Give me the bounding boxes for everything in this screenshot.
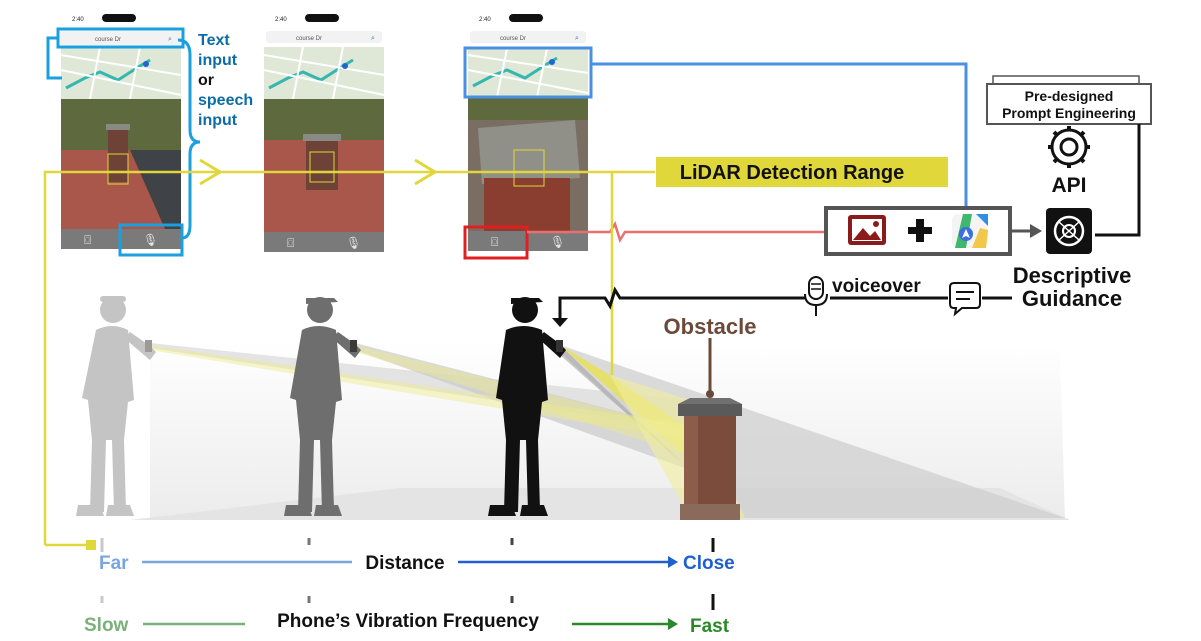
phone-screenshot-3: 2:40 course Dr ⌕ ⌼ 🎙	[467, 12, 589, 264]
input-brace	[177, 38, 201, 240]
phone-2-location-dot	[342, 63, 348, 69]
phone-screenshot-1: 2:40 course Dr ⌕ ⌼ 🎙	[60, 12, 182, 262]
text-input-label-text: Text	[198, 32, 230, 49]
walking-scene	[130, 340, 1070, 520]
phone-2-map-roads	[263, 46, 385, 100]
prompt-engineering-box: Pre-designed Prompt Engineering	[986, 75, 1152, 125]
speech-input-label-speech: speech	[198, 92, 253, 109]
phone-beam-close-shadow	[560, 345, 1065, 518]
camera-icon[interactable]: ⌼	[491, 235, 498, 249]
camera-icon[interactable]: ⌼	[84, 233, 91, 247]
camera-to-image-link	[527, 221, 826, 243]
distance-close-label: Close	[683, 553, 735, 574]
lidar-cone-glow	[150, 345, 690, 440]
phone-1-location-dot	[143, 61, 149, 67]
microphone-icon[interactable]: 🎙	[143, 233, 158, 247]
api-label: API	[1051, 174, 1086, 197]
phone-2-search-text: course Dr	[296, 36, 322, 42]
prompt-to-api-link	[1095, 124, 1141, 237]
prompt-line-2: Prompt Engineering	[1002, 105, 1136, 121]
search-icon[interactable]: ⌕	[575, 35, 579, 42]
search-icon[interactable]: ⌕	[371, 35, 375, 42]
vibration-slow-label: Slow	[84, 615, 129, 636]
lidar-arrow-1	[199, 158, 223, 186]
plus-icon	[908, 219, 932, 242]
distance-far-label: Far	[99, 553, 129, 574]
phone-1-pillar	[108, 128, 128, 182]
person-close-silhouette	[488, 297, 566, 516]
phone-3-search-text: course Dr	[500, 36, 526, 42]
navigation-app-icon	[952, 214, 988, 248]
phone-1-map-roads	[60, 46, 182, 100]
microphone-icon[interactable]: 🎙	[346, 236, 361, 250]
phone-2-time: 2:40	[275, 17, 287, 23]
map-highlight-box	[463, 46, 593, 99]
voiceover-to-user-line	[558, 286, 806, 318]
phone-3-map-roads	[467, 48, 589, 98]
distance-axis	[100, 538, 715, 568]
phone-1-dynamic-island	[102, 14, 136, 22]
phone-2-pillar	[306, 138, 338, 190]
phone-3-pillar-cap	[478, 120, 580, 184]
image-icon	[848, 215, 886, 245]
lidar-label-text: LiDAR Detection Range	[680, 162, 904, 184]
descriptive-guidance-line-1: Descriptive	[1013, 263, 1132, 288]
phone-1-road	[130, 150, 181, 229]
microphone-icon	[804, 276, 828, 316]
descriptive-guidance-line-2: Guidance	[1022, 286, 1122, 311]
obstacle-pointer-dot	[706, 390, 714, 398]
text-input-bracket-left	[46, 36, 62, 80]
voiceover-arrow-head	[552, 318, 568, 327]
phone-screenshot-2: 2:40 course Dr ⌕ ⌼ 🎙	[263, 12, 385, 264]
phone-1-route	[65, 58, 151, 90]
phone-2-search-bar[interactable]	[266, 31, 382, 43]
phone-3-route	[472, 56, 558, 88]
lidar-start-marker	[86, 540, 96, 550]
obstacle-post	[678, 398, 742, 520]
phone-3-pillar	[484, 178, 570, 231]
gear-icon	[1048, 126, 1090, 168]
mic-button-highlight	[118, 223, 184, 257]
camera-icon[interactable]: ⌼	[287, 236, 294, 250]
camera-button-highlight	[463, 225, 529, 260]
lidar-label-box	[656, 157, 948, 187]
text-input-label-input: input	[198, 52, 238, 69]
voiceover-label: voiceover	[832, 276, 921, 297]
phone-3-location-dot	[549, 59, 555, 65]
phone-3-search-bar[interactable]	[470, 31, 586, 43]
phone-1-search-text: course Dr	[95, 37, 121, 43]
vibration-axis	[100, 594, 715, 630]
lidar-flow-line	[43, 170, 655, 545]
vibration-center-label: Phone’s Vibration Frequency	[277, 611, 539, 632]
chat-bubble-icon	[949, 282, 981, 317]
distance-center-label: Distance	[365, 553, 444, 574]
map-to-navigation-link	[591, 62, 968, 210]
lidar-arrow-2	[414, 158, 438, 186]
search-icon[interactable]: ⌕	[168, 36, 172, 43]
vibration-fast-label: Fast	[690, 616, 730, 637]
phone-1-time: 2:40	[72, 17, 84, 23]
phone-2-dynamic-island	[305, 14, 339, 22]
phone-3-time: 2:40	[479, 17, 491, 23]
phone-3-dynamic-island	[509, 14, 543, 22]
person-far-silhouette	[76, 296, 156, 516]
microphone-icon[interactable]: 🎙	[550, 235, 565, 249]
input-label-or: or	[198, 72, 214, 89]
prompt-line-1: Pre-designed	[1025, 88, 1114, 104]
obstacle-label: Obstacle	[664, 314, 757, 339]
openai-logo-icon	[1046, 208, 1092, 254]
speech-input-label-input: input	[198, 112, 238, 129]
phone-2-bottom-bar	[264, 232, 384, 252]
person-mid-silhouette	[284, 297, 361, 516]
phone-1-search-bar[interactable]	[60, 31, 181, 45]
